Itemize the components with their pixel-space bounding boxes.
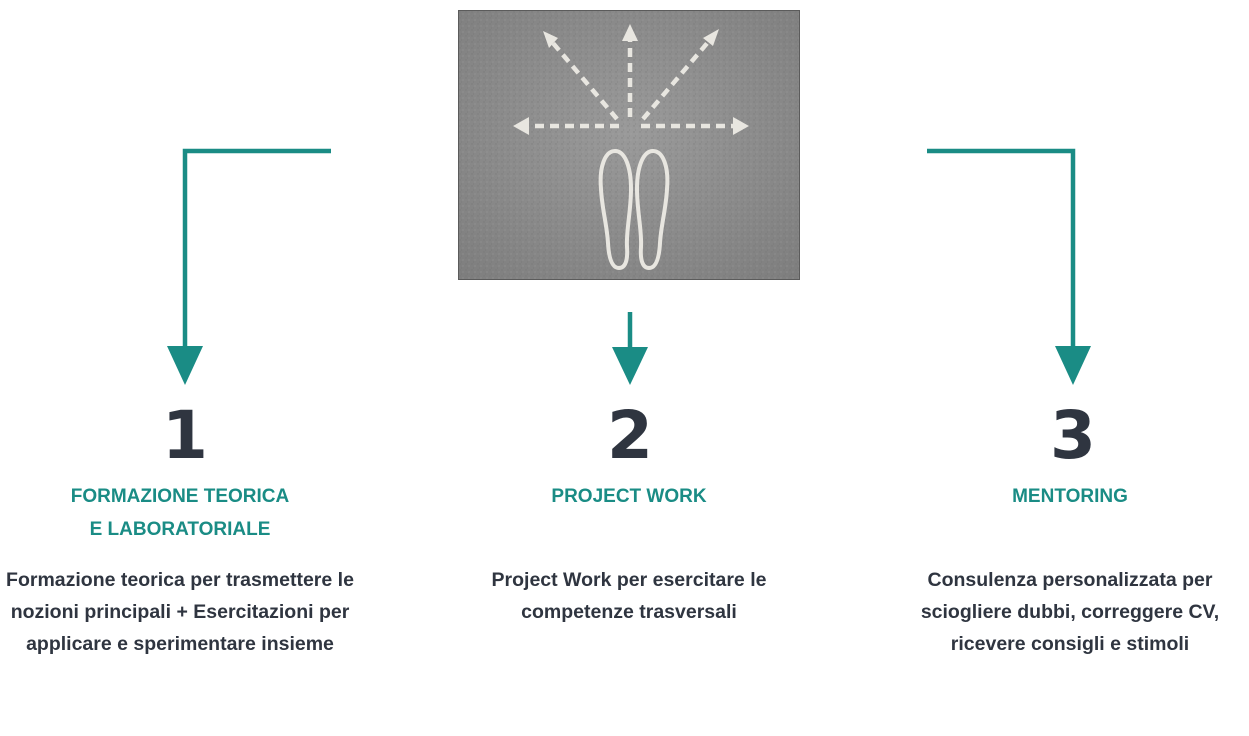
- step-3-description: Consulenza personalizzata per sciogliere…: [920, 569, 1220, 655]
- step-1-number: 1: [162, 397, 208, 474]
- arrow-to-step-1: [167, 148, 331, 385]
- step-2-title: PROJECT WORK: [551, 486, 707, 507]
- step-3-title: MENTORING: [1012, 486, 1128, 507]
- step-3-number: 3: [1050, 397, 1096, 474]
- arrow-to-step-2: [612, 312, 648, 385]
- arrow-to-step-3: [927, 148, 1091, 385]
- step-1-title: FORMAZIONE TEORICA E LABORATORIALE: [70, 486, 290, 540]
- step-2-description: Project Work per esercitare le competenz…: [491, 569, 767, 623]
- step-1-description: Formazione teorica per trasmettere le no…: [6, 569, 354, 655]
- step-2-number: 2: [607, 397, 653, 474]
- footprints-arrows-photo: [458, 10, 800, 280]
